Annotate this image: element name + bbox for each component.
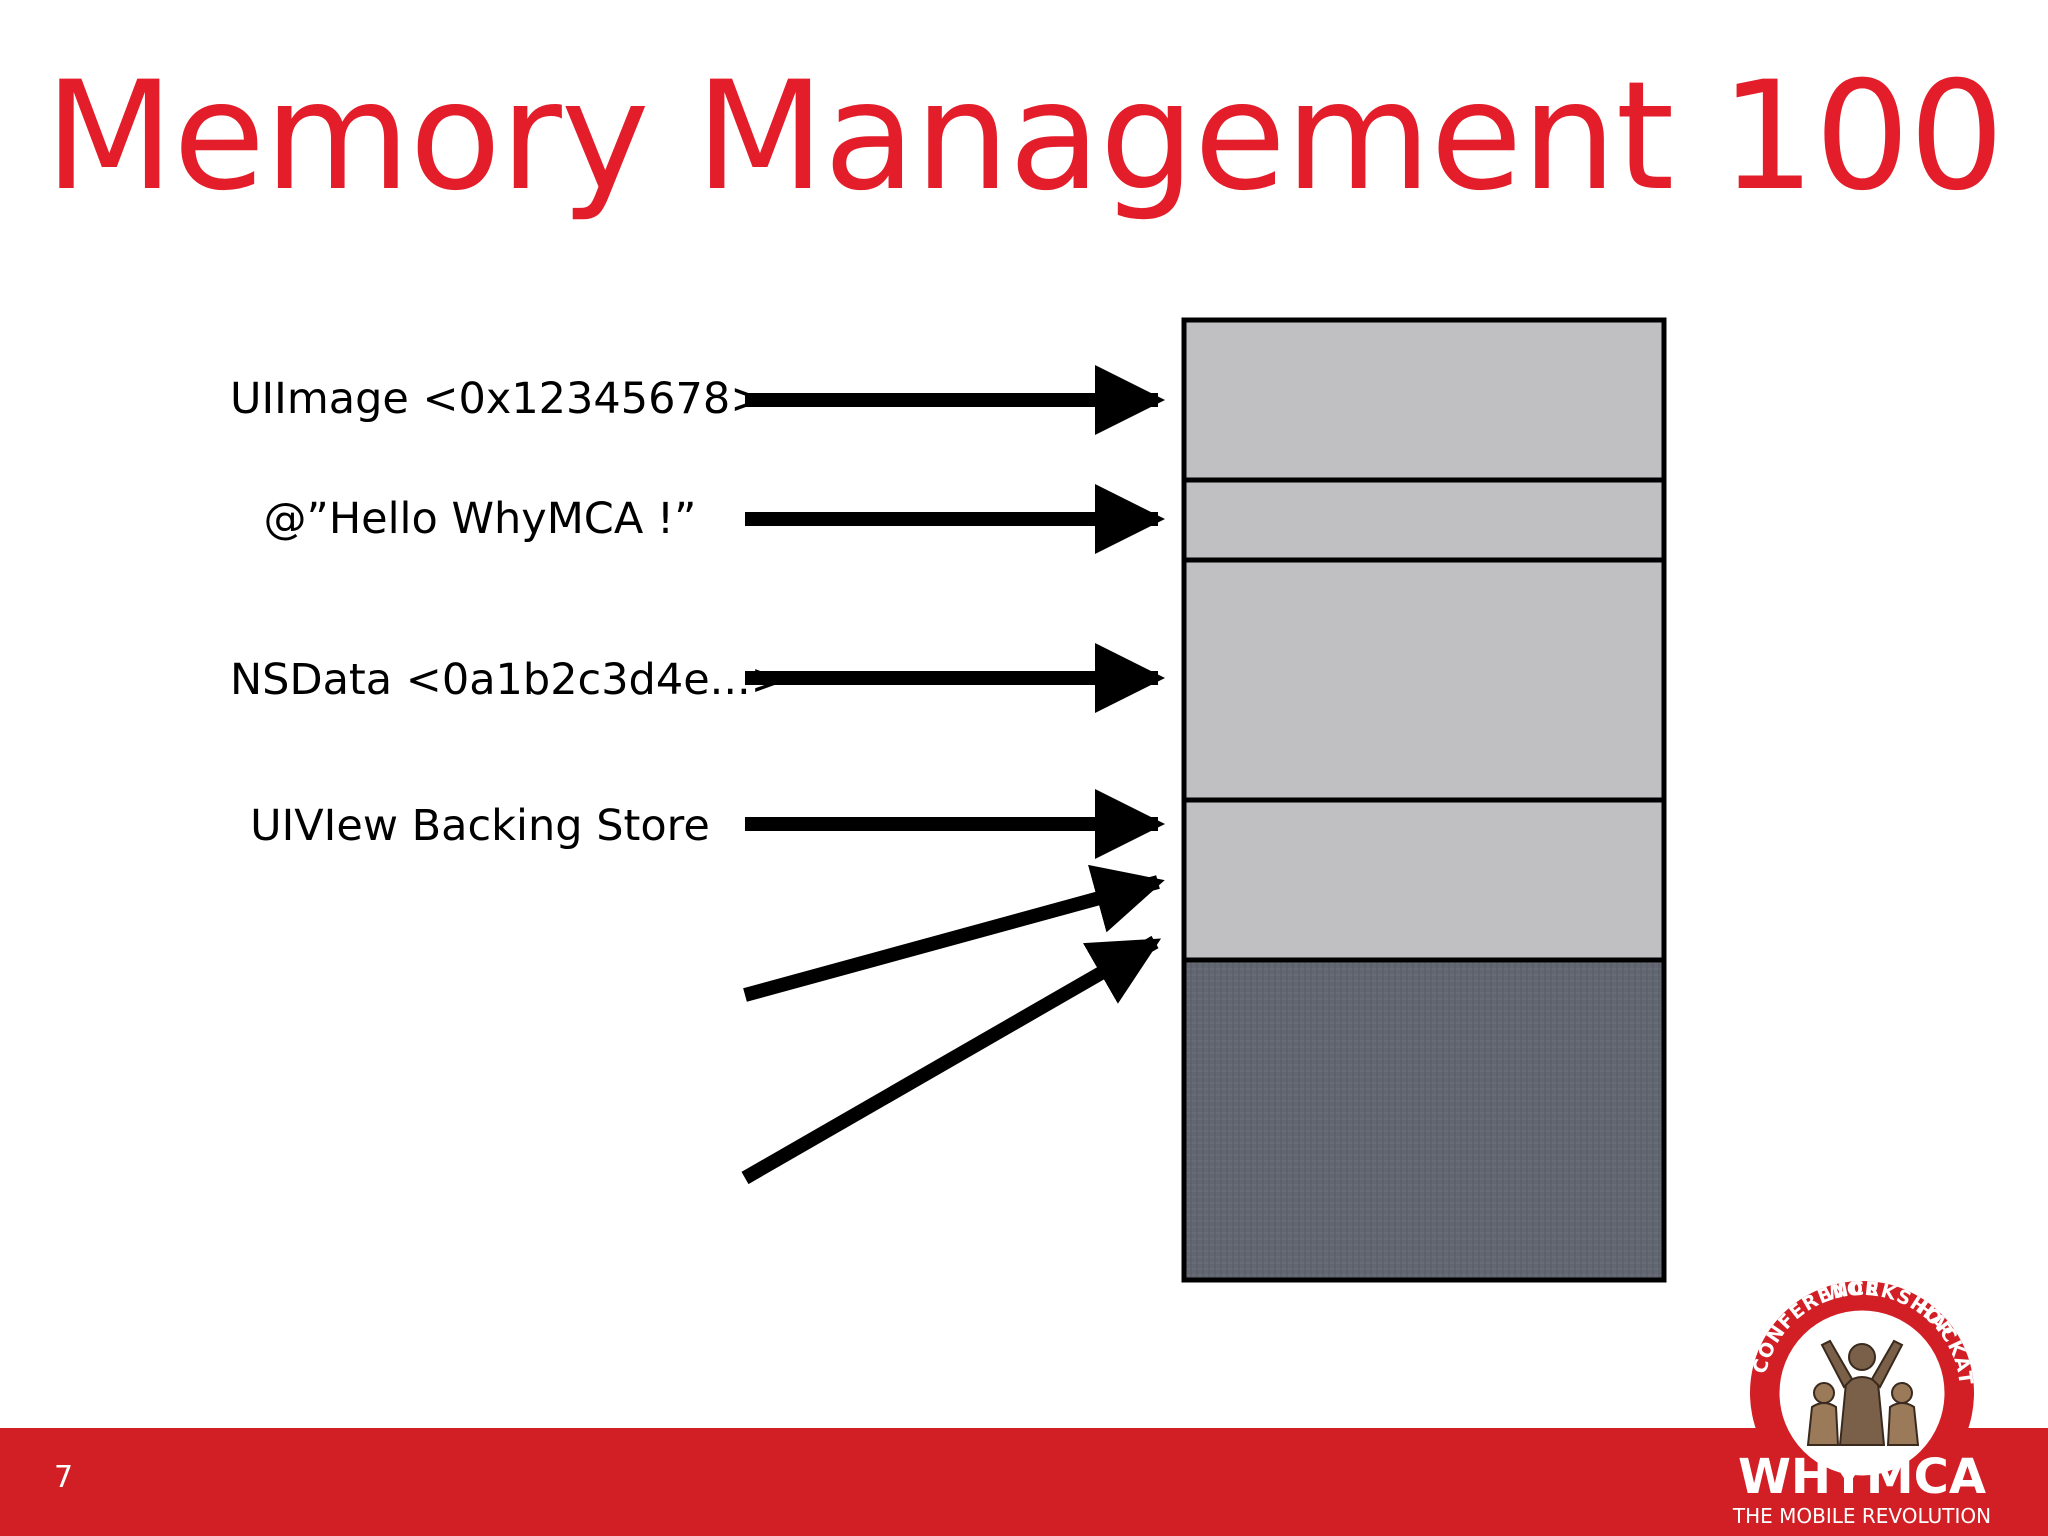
arrow-unlabeled-2 — [741, 935, 1162, 1185]
slide-title: Memory Management 100 — [44, 50, 2005, 224]
page-number: 7 — [54, 1460, 74, 1495]
memory-block-free — [1181, 957, 1667, 1283]
whymca-logo: CONFERENCE WORKSHOP HACKATHON WHYMCA THE… — [1712, 1275, 2012, 1536]
brand-text: WHYMCA — [1738, 1449, 1986, 1505]
crowd-icon — [1806, 1339, 1920, 1446]
arrow-unlabeled-1 — [743, 864, 1165, 1002]
memory-block-nsdata — [1181, 557, 1667, 803]
memory-block-string — [1181, 477, 1667, 563]
tagline-text: THE MOBILE REVOLUTION — [1732, 1504, 1991, 1528]
label-string: @”Hello WhyMCA !” — [263, 494, 697, 544]
memory-block-uiimage — [1181, 317, 1667, 483]
footer-bar — [0, 1428, 2048, 1536]
arrows — [741, 365, 1165, 1185]
memory-column — [1181, 317, 1667, 1283]
label-uiimage: UIImage <0x12345678> — [230, 374, 767, 424]
label-backing-store: UIVIew Backing Store — [250, 801, 710, 851]
memory-block-backing-store — [1181, 797, 1667, 963]
label-nsdata: NSData <0a1b2c3d4e...> — [230, 655, 787, 705]
